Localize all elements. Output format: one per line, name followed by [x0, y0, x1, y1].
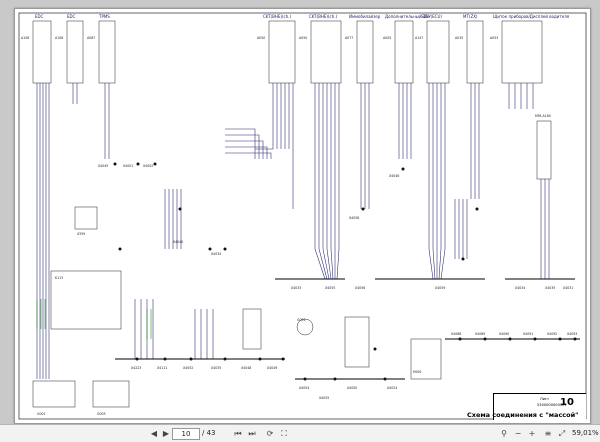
connector-label: X4033	[291, 286, 301, 290]
connector-label: X4111	[157, 366, 167, 370]
page-number-input[interactable]: 10	[172, 428, 200, 440]
connector-label: X4093	[567, 332, 577, 336]
fit-page-icon[interactable]: ⛶	[281, 429, 287, 438]
sheet-number: 10	[560, 397, 574, 408]
top-component-boxes	[32, 20, 552, 180]
connector-label: X4050	[347, 386, 357, 390]
connector-label: X4031	[563, 286, 573, 290]
component-label: MT(ZX)	[463, 14, 478, 19]
menu-icon[interactable]: ≡	[544, 429, 552, 438]
component-label: Иммобилайзер	[349, 14, 381, 19]
last-page-icon[interactable]: ⏭	[248, 429, 256, 438]
title-block	[493, 393, 586, 420]
modules	[32, 206, 442, 408]
connector-label: X4090	[499, 332, 509, 336]
component-label: CKT(BHE)(ch.)	[263, 14, 292, 19]
component-label: G051	[297, 318, 306, 322]
connector-label: X4034	[515, 286, 525, 290]
component-id: A108	[55, 36, 63, 40]
wiring-diagram: EDC EDC TPMS CKT(BHE)(ch.) CKT(BHE)(ch.)…	[18, 12, 587, 420]
connector-label: X4001	[123, 164, 133, 168]
component-label: X359	[77, 232, 85, 236]
viewer-toolbar: ◀ ▶ 10 / 43 ⏮ ⏭ ⟳ ⛶ ⚲ − + ≡ ⤢ 59,01%	[0, 424, 600, 442]
zoom-in-icon[interactable]: +	[528, 429, 536, 438]
component-id: A050	[257, 36, 265, 40]
component-label: TPMS	[98, 14, 110, 19]
connector-label: X4058	[349, 216, 359, 220]
component-id: A087	[87, 36, 95, 40]
component-label: G001	[37, 412, 46, 416]
sheet-code: 5300000000007	[537, 403, 567, 407]
component-id: A005	[383, 36, 391, 40]
junction-dots	[113, 162, 577, 381]
connector-label: X4055	[325, 286, 335, 290]
connector-label: X4088	[451, 332, 461, 336]
zoom-out-icon[interactable]: −	[514, 429, 522, 438]
sheet-label: Лист	[540, 397, 550, 401]
component-id: A035	[455, 36, 463, 40]
connector-label: X4054	[299, 386, 309, 390]
search-icon[interactable]: ⚲	[501, 429, 507, 438]
connector-label: X4045	[98, 164, 108, 168]
connector-label: X4035	[545, 286, 555, 290]
component-label: EDC	[67, 14, 76, 19]
component-label: Щиток приборов/Дисплей водителя	[493, 14, 570, 19]
component-id: A147	[415, 36, 423, 40]
connector-label: X4052	[183, 366, 193, 370]
component-label: EDC	[35, 14, 44, 19]
component-id: A053	[490, 36, 498, 40]
connector-label: X4035	[211, 366, 221, 370]
connector-label: X4091	[523, 332, 533, 336]
component-label: MFA A160	[535, 114, 551, 118]
connector-label: X4059	[435, 286, 445, 290]
connector-label: X4046	[389, 174, 399, 178]
fullscreen-icon[interactable]: ⤢	[558, 429, 566, 438]
connector-label: X4002	[143, 164, 153, 168]
connector-label: X4223	[131, 366, 141, 370]
component-label: G003	[97, 412, 106, 416]
component-label: SDV (ECU)	[421, 14, 442, 19]
component-id: A077	[345, 36, 353, 40]
component-label: CKT(BHE)(ch.)	[309, 14, 338, 19]
first-page-icon[interactable]: ⏮	[234, 429, 242, 438]
document-page: EDC EDC TPMS CKT(BHE)(ch.) CKT(BHE)(ch.)…	[14, 8, 591, 424]
component-label: K113	[55, 276, 63, 280]
component-id: A050	[299, 36, 307, 40]
wire-bundles	[36, 83, 550, 379]
previous-page-icon[interactable]: ◀	[150, 429, 158, 438]
connector-label: X4040	[173, 240, 183, 244]
ground-bars	[115, 278, 580, 380]
page-total: / 43	[202, 429, 216, 437]
sheet-title: Схема соединения с "массой"	[467, 411, 579, 419]
component-id: A108	[21, 36, 29, 40]
component-label: Дополнительный ЭБУ	[385, 14, 431, 19]
rotate-icon[interactable]: ⟳	[266, 429, 274, 438]
connector-label: X4056	[355, 286, 365, 290]
green-wires	[36, 299, 152, 339]
zoom-level: 59,01%	[572, 429, 599, 437]
connector-label: X4089	[475, 332, 485, 336]
connector-label: X4049	[267, 366, 277, 370]
component-label: M001	[413, 370, 422, 374]
next-page-icon[interactable]: ▶	[162, 429, 170, 438]
connector-label: X4055	[319, 396, 329, 400]
connector-label: X4092	[547, 332, 557, 336]
connector-label: X4024	[387, 386, 397, 390]
connector-label: X4034	[211, 252, 221, 256]
connector-label: X4048	[241, 366, 251, 370]
